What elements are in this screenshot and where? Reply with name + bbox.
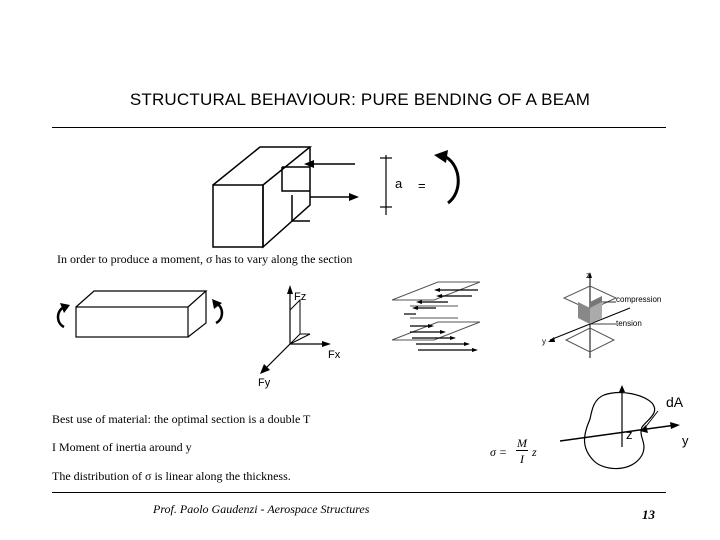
footer-divider xyxy=(52,492,666,493)
formula-denominator: I xyxy=(520,452,524,466)
equals-sign: = xyxy=(418,178,426,193)
moment-text: In order to produce a moment, σ has to v… xyxy=(57,252,353,266)
y-axis-label: y xyxy=(542,337,546,346)
z-label: z xyxy=(626,427,633,442)
tension-label: tension xyxy=(616,319,642,328)
note-linear-distribution: The distribution of σ is linear along th… xyxy=(52,469,291,483)
formula-lhs: σ = xyxy=(490,445,508,459)
fy-label: Fy xyxy=(258,377,271,389)
bending-block-figure: a = xyxy=(212,146,460,249)
fx-label: Fx xyxy=(328,349,341,361)
beam-figure xyxy=(56,290,224,338)
formula-fraction-bar xyxy=(516,450,528,451)
compression-label: compression xyxy=(616,295,661,304)
dimension-label: a xyxy=(395,176,403,191)
force-axes-figure: Fz Fx Fy xyxy=(258,285,341,389)
stress-distribution-figure xyxy=(391,281,481,352)
footer-author: Prof. Paolo Gaudenzi - Aerospace Structu… xyxy=(153,502,370,516)
note-moment-of-inertia: I Moment of inertia around y xyxy=(52,440,192,454)
note-double-t: Best use of material: the optimal sectio… xyxy=(52,412,311,426)
page-number: 13 xyxy=(642,507,655,522)
z-axis-label: z xyxy=(586,271,590,280)
formula-variable: z xyxy=(532,445,537,459)
formula-numerator: M xyxy=(517,436,527,450)
da-label: dA xyxy=(666,394,684,410)
cross-section-figure: dA z y xyxy=(560,385,689,470)
y-label: y xyxy=(682,433,689,448)
section-stress-figure: z y compression tension xyxy=(542,271,661,358)
page-title: STRUCTURAL BEHAVIOUR: PURE BENDING OF A … xyxy=(129,90,591,109)
title-divider xyxy=(52,127,666,128)
fz-label: Fz xyxy=(294,291,306,303)
